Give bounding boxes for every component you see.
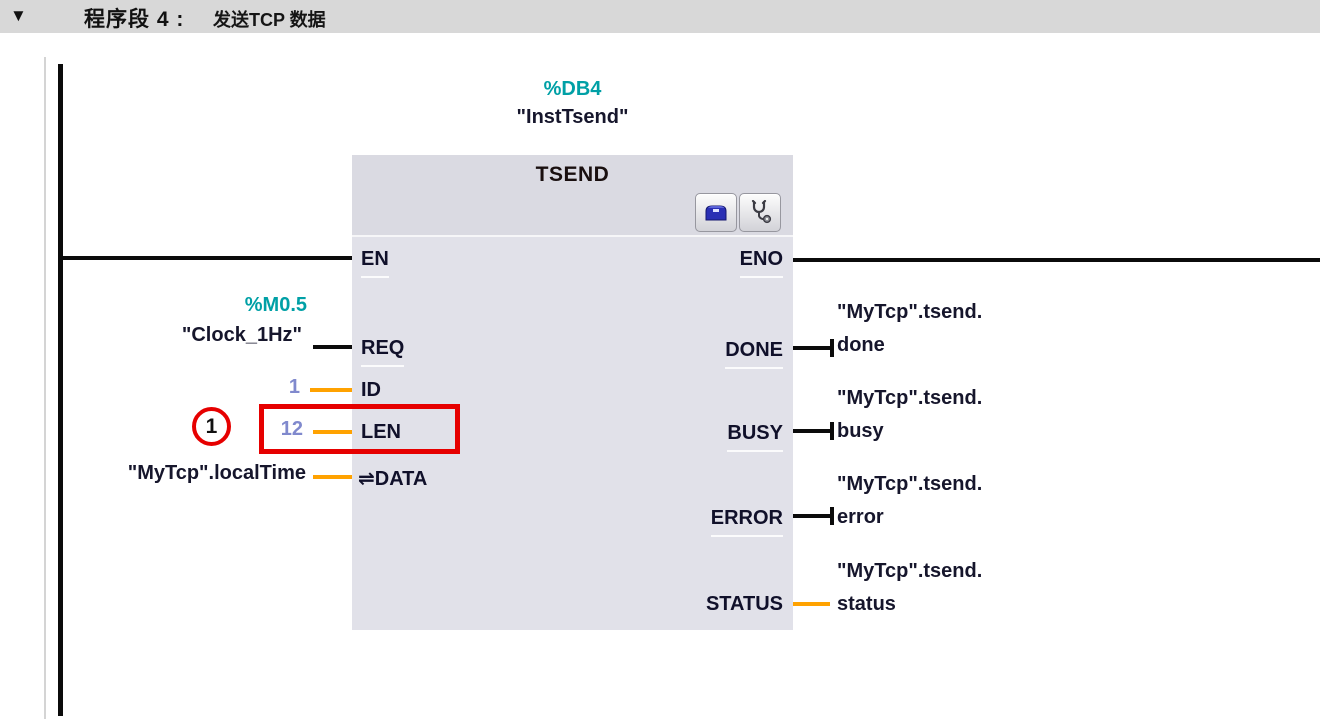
error-operand-line1: "MyTcp".tsend. xyxy=(837,473,983,495)
busy-operand-line2: busy xyxy=(837,420,884,442)
block-title: TSEND xyxy=(535,163,610,186)
done-operand-line1: "MyTcp".tsend. xyxy=(837,301,983,323)
error-wire xyxy=(793,514,833,518)
data-wire xyxy=(313,475,352,479)
param-done: DONE xyxy=(725,339,783,369)
inout-arrows-icon: ⇌ xyxy=(358,468,375,490)
highlight-box xyxy=(259,404,460,454)
done-wire xyxy=(793,346,833,350)
param-req-label: REQ xyxy=(361,337,405,359)
param-error: ERROR xyxy=(710,507,783,537)
network-header-bar[interactable]: ▼ 程序段 4 : 发送TCP 数据 xyxy=(0,0,1320,33)
param-eno-label: ENO xyxy=(739,248,783,270)
done-operand[interactable]: "MyTcp".tsend. done xyxy=(837,296,982,362)
en-wire xyxy=(60,256,352,260)
param-len-label: LEN xyxy=(361,421,401,443)
param-done-label: DONE xyxy=(725,339,783,361)
req-address[interactable]: %M0.5 xyxy=(244,294,307,316)
busy-operand-line1: "MyTcp".tsend. xyxy=(837,387,983,409)
req-operand[interactable]: "Clock_1Hz" xyxy=(181,324,302,346)
param-error-label: ERROR xyxy=(710,507,783,529)
tsend-block[interactable]: TSEND EN REQ ID LEN ⇌DATA ENO DONE xyxy=(352,155,793,630)
status-operand-line1: "MyTcp".tsend. xyxy=(837,560,983,582)
network-comment: 发送TCP 数据 xyxy=(213,10,326,30)
error-operand[interactable]: "MyTcp".tsend. error xyxy=(837,468,982,534)
param-status: STATUS xyxy=(706,593,783,616)
done-wire-endbar xyxy=(830,339,834,357)
param-id: ID xyxy=(361,379,381,409)
len-value[interactable]: 12 xyxy=(280,418,303,440)
callout-number: 1 xyxy=(205,414,218,438)
panel-left-border xyxy=(44,57,46,719)
stethoscope-icon[interactable] xyxy=(739,193,781,232)
param-eno: ENO xyxy=(739,248,783,278)
id-wire xyxy=(310,388,352,392)
toolbox-icon[interactable] xyxy=(695,193,737,232)
instance-db-address[interactable]: %DB4 xyxy=(543,78,602,100)
instance-db-name[interactable]: "InstTsend" xyxy=(516,106,629,128)
data-operand[interactable]: "MyTcp".localTime xyxy=(127,462,306,484)
status-wire xyxy=(793,602,830,606)
param-en: EN xyxy=(361,248,389,278)
error-operand-line2: error xyxy=(837,506,884,528)
param-req: REQ xyxy=(361,337,405,367)
status-operand-line2: status xyxy=(837,593,896,615)
param-data-label: DATA xyxy=(374,468,428,490)
busy-operand[interactable]: "MyTcp".tsend. busy xyxy=(837,382,982,448)
network-title: 程序段 4 : xyxy=(84,8,185,31)
error-wire-endbar xyxy=(830,507,834,525)
eno-wire xyxy=(793,258,1320,262)
id-value[interactable]: 1 xyxy=(288,376,300,398)
collapse-triangle-icon[interactable]: ▼ xyxy=(10,6,27,25)
req-wire xyxy=(313,345,352,349)
param-en-label: EN xyxy=(361,248,389,270)
param-busy: BUSY xyxy=(727,422,783,452)
busy-wire-endbar xyxy=(830,422,834,440)
param-data: ⇌DATA xyxy=(358,466,427,491)
status-operand[interactable]: "MyTcp".tsend. status xyxy=(837,555,982,621)
param-id-label: ID xyxy=(361,379,381,401)
busy-wire xyxy=(793,429,833,433)
len-wire xyxy=(313,430,352,434)
param-status-label: STATUS xyxy=(705,593,783,615)
param-busy-label: BUSY xyxy=(727,422,783,444)
power-rail xyxy=(58,64,63,716)
callout-circle: 1 xyxy=(192,407,231,446)
done-operand-line2: done xyxy=(837,334,885,356)
